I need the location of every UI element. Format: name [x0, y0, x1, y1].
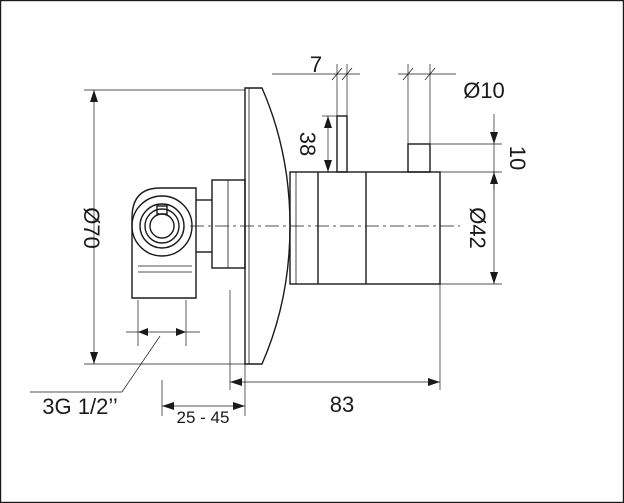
lever-pin [336, 115, 348, 173]
dimension-dia-70: Ø70 [79, 89, 245, 365]
label-dia-42: Ø42 [465, 207, 490, 249]
dimension-height-10: 10 [430, 114, 530, 190]
label-dia-70: Ø70 [79, 207, 104, 249]
label-height-10: 10 [505, 146, 530, 170]
valve-body [289, 171, 441, 285]
label-dia-10: Ø10 [463, 78, 505, 103]
dimension-height-38: 38 [295, 115, 337, 172]
label-height-38: 38 [295, 132, 320, 156]
dimension-length-83: 83 [229, 284, 441, 417]
dimension-width-7: 7 [272, 52, 360, 116]
knob [407, 143, 431, 173]
dimension-dia-10: Ø10 [398, 64, 505, 144]
thread-leader: 3G 1/2’’ [30, 300, 200, 419]
dimension-range-25-45: 25 - 45 [161, 364, 246, 427]
label-thread: 3G 1/2’’ [42, 394, 117, 419]
label-range-25-45: 25 - 45 [177, 408, 230, 427]
label-length-83: 83 [330, 392, 354, 417]
label-width-7: 7 [310, 52, 322, 77]
elbow-connector [131, 179, 246, 299]
dimension-dia-42: Ø42 [440, 172, 502, 285]
